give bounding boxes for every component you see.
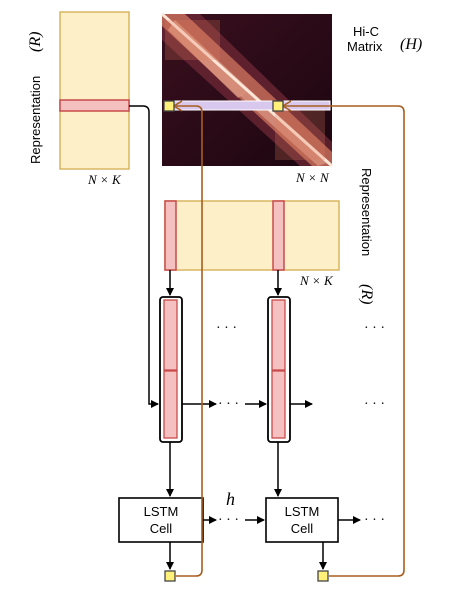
representation-matrix-left [59,11,130,170]
ellipsis-top-1: · · · [216,321,237,336]
matrix-square-1 [163,100,175,112]
feedback-path-2 [285,105,405,577]
ellipsis-lstm-row-1: · · · [218,513,239,528]
ellipsis-vector-row-1: · · · [218,397,239,412]
ellipsis-top-2: · · · [364,321,385,336]
arrow-left-rep-row-to-vector [129,105,159,408]
dim-matrix-label: N × N [295,170,330,185]
input-vector-1 [159,296,183,443]
hic-matrix-image [161,12,333,168]
input-vector-2 [267,296,291,443]
representation-col-highlight-1 [164,200,177,271]
representation-right-math: (R) [358,284,375,304]
lstm-cell-2: LSTM Cell [265,497,339,543]
output-square-1 [164,570,176,582]
ellipsis-vector-row-2: · · · [364,397,385,412]
feedback-path-1 [176,105,203,577]
dim-right-label: N × K [299,273,334,288]
lstm-cell-1-label-line2: Cell [150,521,173,536]
representation-matrix-right [164,200,340,271]
ellipsis-lstm-row-2: · · · [364,513,385,528]
lstm-cell-2-label-line1: LSTM [285,504,320,519]
hidden-state-label: h [226,489,235,509]
representation-row-highlight-left [59,99,130,112]
output-square-2 [317,570,329,582]
dim-left-label: N × K [87,172,122,187]
lstm-cell-1: LSTM Cell [118,497,204,543]
representation-left-label: Representation [28,76,43,164]
hic-title-line1: Hi-C [353,24,379,39]
hic-math: (H) [400,36,422,53]
matrix-square-2 [272,100,284,112]
representation-left-math: (R) [27,32,44,52]
representation-col-highlight-2 [272,200,285,271]
lstm-cell-1-label-line1: LSTM [144,504,179,519]
hic-title-line2: Matrix [347,39,383,54]
representation-right-label: Representation [359,168,374,256]
lstm-cell-2-label-line2: Cell [291,521,314,536]
